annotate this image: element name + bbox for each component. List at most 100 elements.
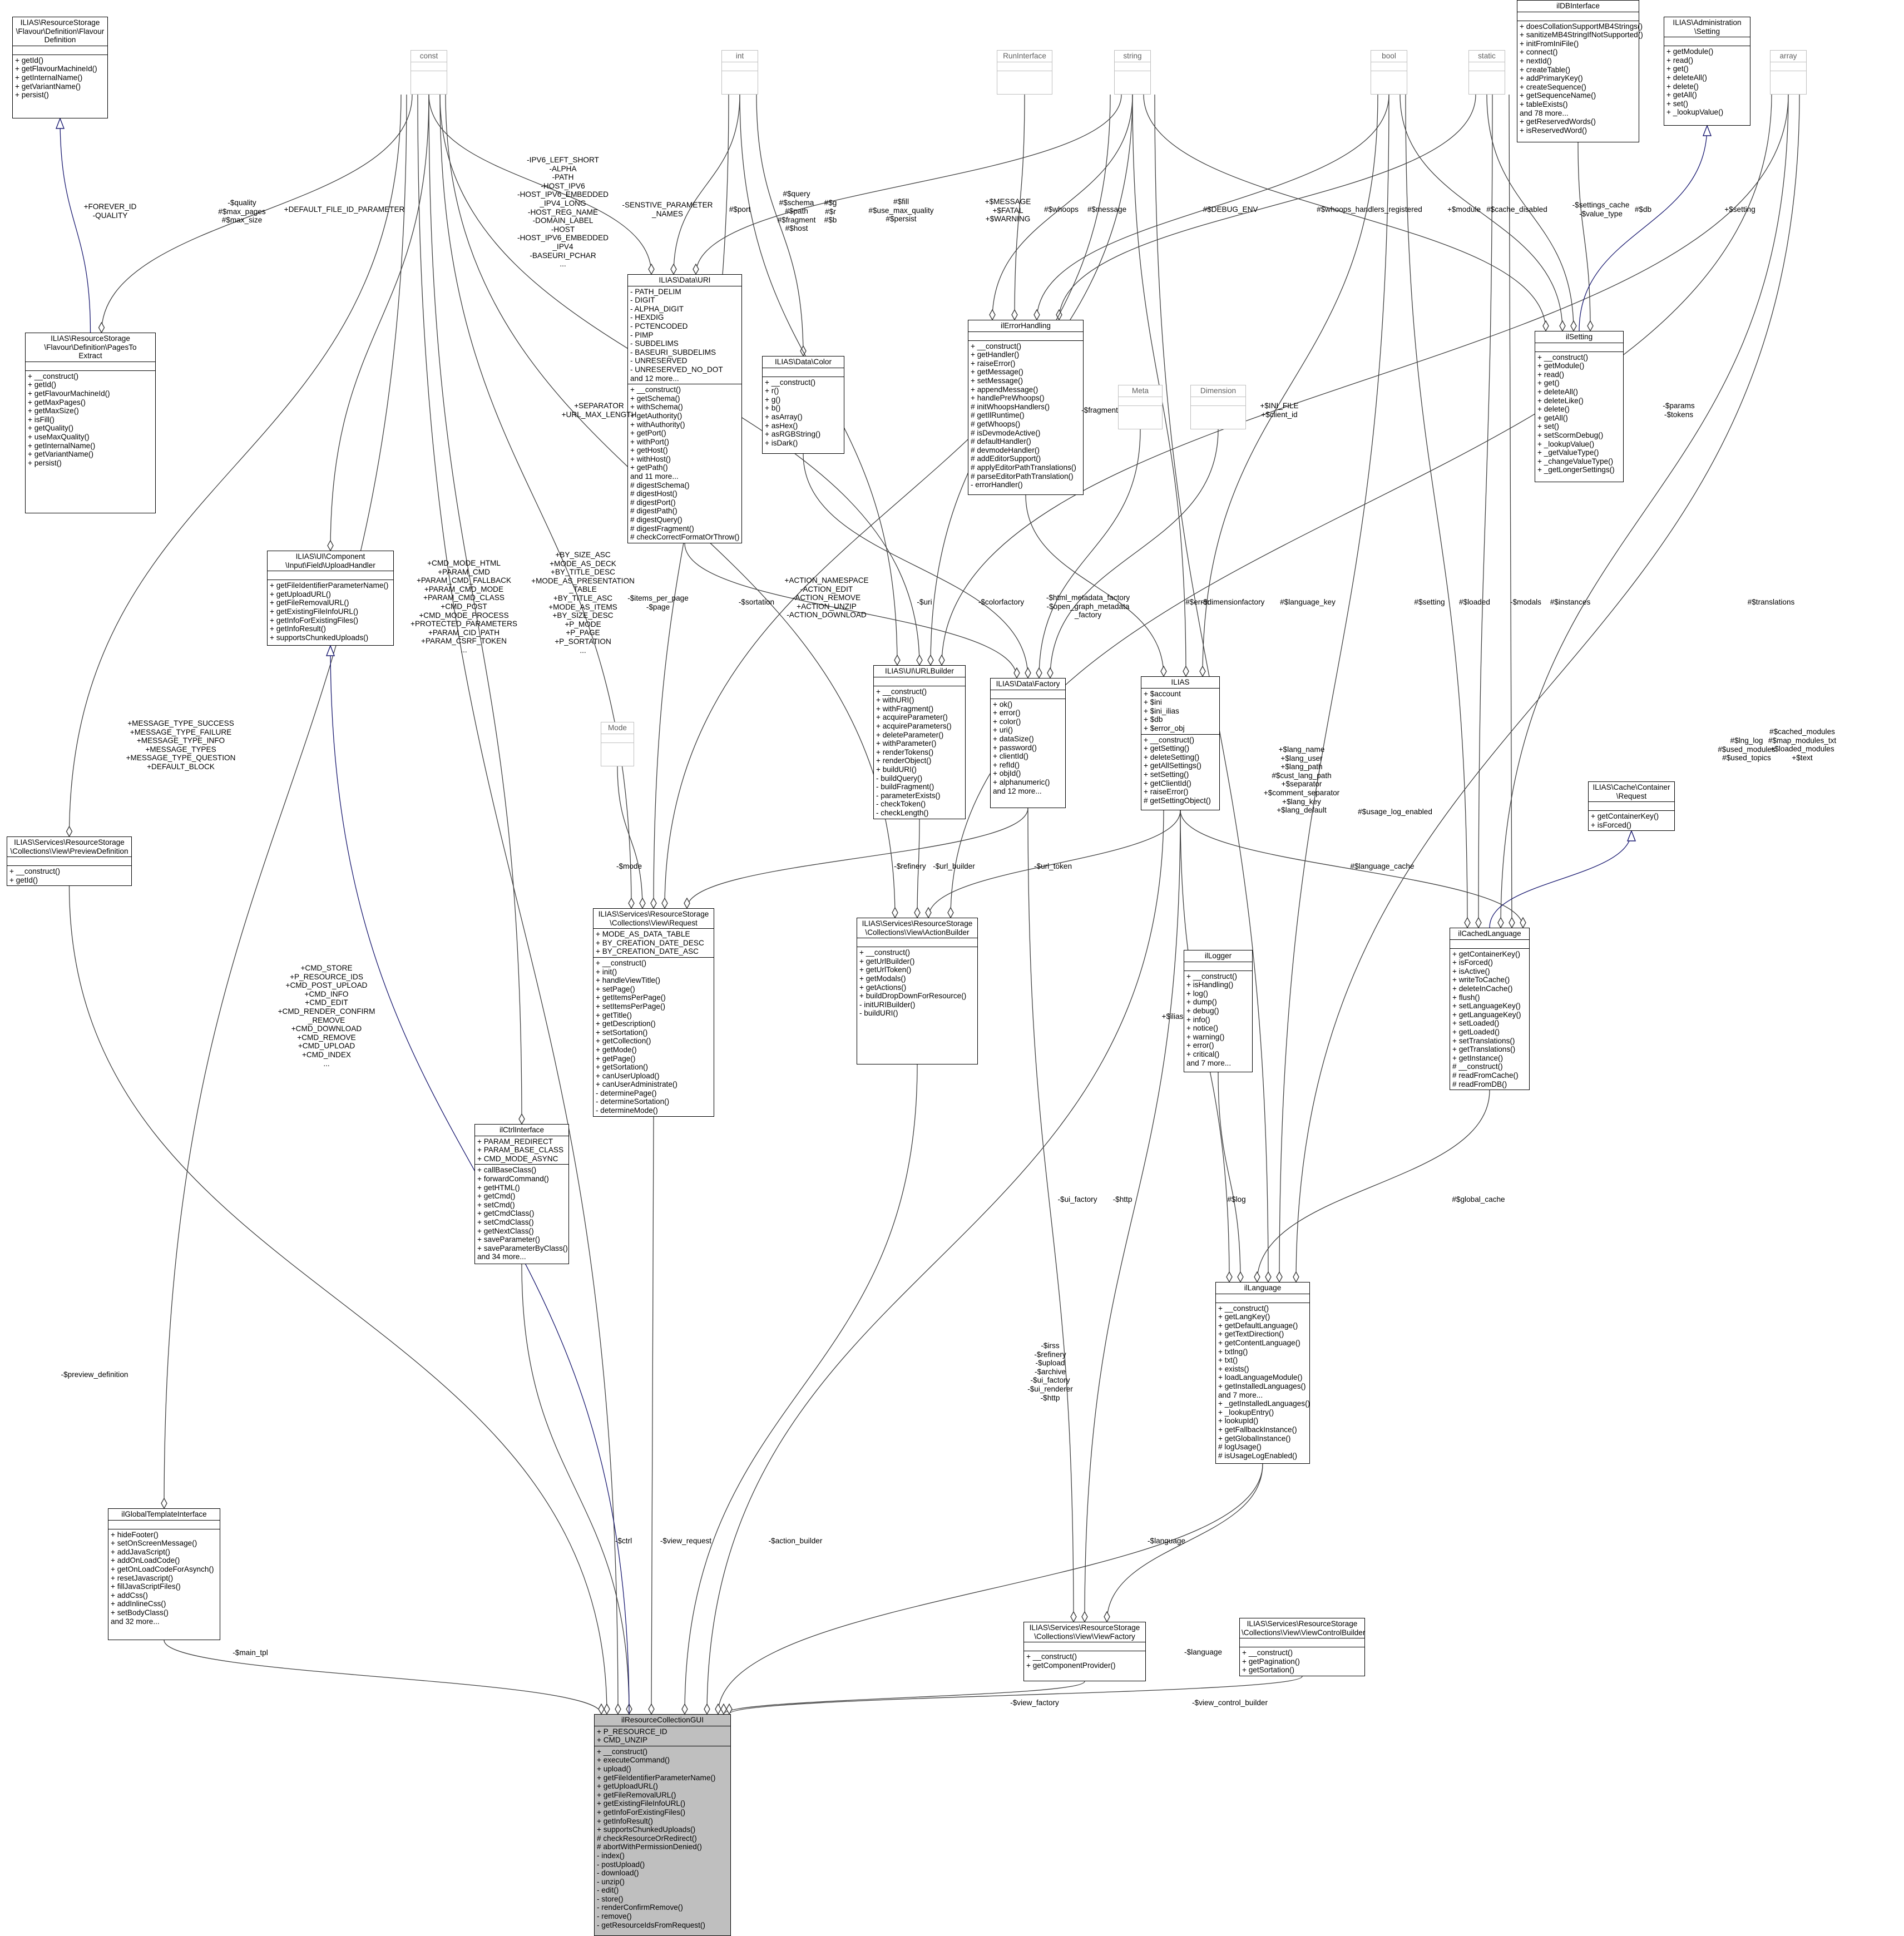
composition-edge-color-datafactory [803,453,1028,678]
method: + persist() [15,91,49,100]
composition-edge-bool-ilias [1203,94,1378,676]
method: + withParameter() [876,739,937,748]
attribute: - BASEURI_SUBDELIMS [630,348,716,356]
method: + read() [1666,56,1693,65]
method: + getHandler() [971,350,1020,359]
method: # digestPort() [630,498,676,507]
class-node-viewrequest: ILIAS\Services\ResourceStorage \Collecti… [593,908,714,1117]
method: # isUsageLogEnabled() [1218,1451,1298,1460]
edge-label-error: #$error [1185,598,1210,606]
composition-edge-int-uri [674,94,740,274]
composition-edge-previewdef-gui [68,885,607,1714]
method: - buildURI() [859,1009,898,1018]
method: + __construct() [28,372,79,380]
method: + getAllSettings() [1144,761,1201,770]
class-node-color: ILIAS\Data\Color+ __construct()+ r()+ g(… [762,356,844,454]
composition-edge-const-gui [417,94,618,1714]
method: and 7 more... [1218,1390,1263,1399]
method: + getLoaded() [1452,1027,1500,1036]
composition-edge-runinterface-errorhandling [1015,94,1025,320]
edge-label-query: #$query #$schema #$path #$fragment #$hos… [777,190,816,233]
class-attributes [1216,1293,1309,1303]
method: + __construct() [1242,1648,1293,1657]
method: + asHex() [765,421,798,430]
method: + withFragment() [876,704,934,713]
method: + loadLanguageModule() [1218,1373,1303,1382]
method: - index() [597,1851,625,1860]
class-methods: + getContainerKey()+ isForced() [1589,810,1674,830]
edge-label-colorfactory: -$colorfactory [978,598,1025,606]
method: + getTranslations() [1452,1045,1516,1054]
class-title: ilCtrlInterface [499,1126,545,1134]
method: + setItemsPerPage() [596,1002,666,1011]
class-title: array [1779,52,1797,60]
method: # checkResourceOrRedirect() [597,1834,697,1843]
method: - postUpload() [597,1860,645,1869]
method: + getId() [15,56,44,65]
method: + getMaxPages() [28,398,86,407]
method: + get() [1666,65,1689,73]
method: + addInlineCss() [111,1600,166,1608]
method: + debug() [1186,1006,1219,1015]
class-title: bool [1382,52,1396,60]
method: + saveParameter() [477,1235,540,1244]
method: + initFromIniFile() [1520,39,1579,48]
class-title: ILIAS\Data\Factory [996,680,1060,688]
class-methods: + getId()+ getFlavourMachineId()+ getInt… [13,54,107,101]
method: + getLanguageKey() [1452,1010,1521,1019]
edge-label-params: -$params -$tokens [1663,402,1695,419]
class-methods: + __construct()+ getId() [7,865,131,885]
method: + setTranslations() [1452,1036,1515,1045]
method: + getModule() [1666,47,1714,56]
method: + createSequence() [1520,82,1586,91]
edge-label-langkey: #$language_key [1280,598,1336,606]
edge-label-sensitive: -SENSTIVE_PARAMETER _NAMES [622,201,713,218]
method: + getFileIdentifierParameterName() [270,581,389,590]
class-node-string: string [1114,50,1151,95]
edge-label-refinery: -$refinery [894,862,926,870]
class-title: static [1478,52,1496,60]
method: + getId() [28,380,57,389]
edge-label-previewdef: -$preview_definition [61,1370,128,1379]
composition-edge-string-ilsetting [1143,94,1546,331]
class-attributes: + $account+ $ini+ $ini_ilias+ $db+ $erro… [1141,687,1219,734]
method: + _changeValueType() [1537,457,1614,466]
edge-label-fill: #$fill #$use_max_quality #$persist [868,197,934,224]
class-methods: + __construct()+ getModule()+ read()+ ge… [1535,351,1623,476]
edge-label-ilias: +$ilias [1161,1012,1184,1021]
method: + getLangKey() [1218,1313,1270,1321]
edge-label-ctrl: -$ctrl [615,1537,632,1545]
method: + handlePreWhoops() [971,394,1045,403]
method: + getFlavourMachineId() [28,389,110,398]
composition-edge-ildb-ilsetting [1577,142,1590,331]
class-node-const: const [411,50,447,95]
method: + withURI() [876,696,914,705]
method: # initWhoopsHandlers() [971,402,1050,411]
class-attributes [1517,11,1639,21]
method: + hideFooter() [111,1530,159,1539]
composition-edge-static-ilsetting [1486,94,1574,331]
attribute: + $db [1144,715,1163,724]
method: # isDevmodeActive() [971,428,1041,437]
composition-edge-string-errorhandling [992,94,1133,320]
method: # getIlRuntime() [971,411,1025,420]
method: + set() [1537,422,1559,431]
class-attributes [268,571,393,580]
method: + exists() [1218,1364,1249,1373]
method: + getSetting() [1144,744,1189,753]
class-title: const [419,52,438,60]
class-title: ilGlobalTemplateInterface [121,1510,207,1518]
method: + withSchema() [630,403,683,412]
composition-edge-viewfactory-gui [724,1681,1085,1714]
method: - edit() [597,1886,619,1895]
method: # digestPath() [630,507,677,516]
class-node-runinterface: RunInterface [997,50,1052,95]
method: + __construct() [1218,1304,1269,1313]
method: + addPrimaryKey() [1520,74,1583,83]
class-methods: + __construct()+ getSetting()+ deleteSet… [1141,734,1219,806]
class-attributes [874,676,965,686]
class-attributes [991,689,1065,699]
attribute: - UNRESERVED_NO_DOT [630,365,723,374]
class-attributes [1371,61,1407,71]
class-attributes [411,61,447,71]
